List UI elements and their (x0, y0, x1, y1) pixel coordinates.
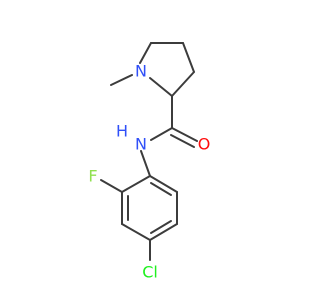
bond-inner-2 (150, 220, 172, 234)
bond-cc-o-2 (170, 134, 195, 148)
bonds (100, 42, 198, 261)
bond-n1-ca (149, 77, 173, 97)
atom-n-amide: N (135, 135, 147, 154)
atom-n-ring: N (135, 62, 147, 81)
bond-c1-c2 (121, 175, 151, 193)
bond-cc-nh (150, 127, 173, 141)
atom-f: F (88, 167, 97, 186)
bond-c2-f (100, 179, 123, 193)
atom-o: O (198, 135, 211, 154)
atom-h: H (116, 122, 128, 141)
bond-nh-c1 (140, 150, 151, 177)
bond-n1-methyl (110, 74, 133, 86)
bond-cd-n1 (139, 42, 152, 64)
bond-cb-cg (182, 42, 195, 73)
atom-cl: Cl (142, 263, 158, 282)
atom-labels: N O H N F Cl (88, 62, 210, 282)
bond-c3-c4 (121, 223, 151, 241)
bond-inner-3 (150, 182, 172, 196)
bond-c4-c5 (149, 223, 178, 241)
bond-ca-cb (171, 71, 195, 97)
bond-cc-o-1 (171, 127, 198, 142)
molecule-structure: N O H N F Cl (88, 42, 210, 282)
bond-c6-c1 (149, 175, 178, 193)
